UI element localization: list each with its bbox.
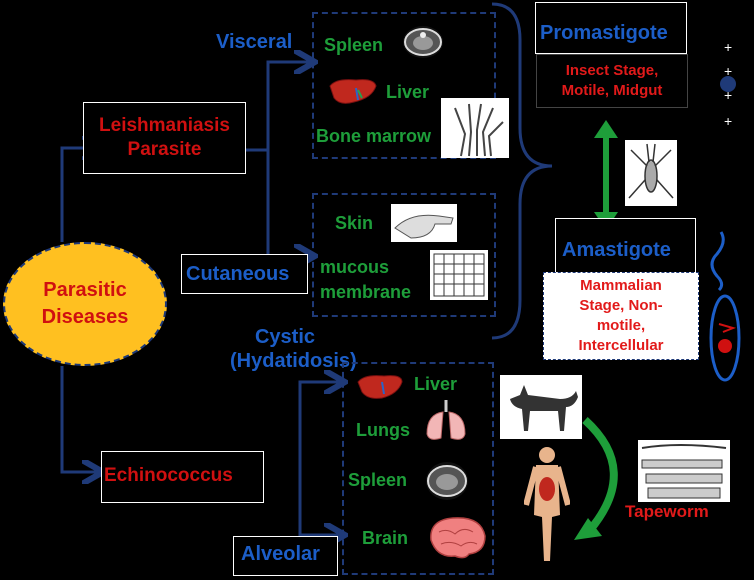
echino-organ-brain-label: Brain: [362, 528, 409, 548]
tapeworm-label: Tapeworm: [625, 502, 709, 521]
organ-spleen-label: Spleen: [324, 35, 384, 55]
promastigote-parasite-icon: [709, 231, 741, 382]
parasitic-diseases-node: Parasitic Diseases: [3, 242, 167, 366]
amastigote-label: Amastigote: [562, 239, 671, 261]
promastigote-label: Promastigote: [540, 22, 668, 44]
brain-image: [425, 512, 489, 562]
promastigote-desc-line1: Insect Stage,: [565, 62, 659, 79]
promastigote-desc-line2: Motile, Midgut: [561, 82, 663, 99]
visceral-organs-box: [312, 12, 496, 159]
promastigote-desc-box: Insect Stage, Motile, Midgut: [536, 54, 688, 108]
organ-liver-label: Liver: [386, 82, 430, 102]
center-label-line1: Parasitic: [43, 279, 127, 301]
dog-image: [500, 375, 582, 439]
echino-organ-spleen-label: Spleen: [348, 470, 408, 490]
cystic-label: Cystic (Hydatidosis): [230, 325, 357, 373]
echino-title: Echinococcus: [104, 465, 233, 486]
echino-organ-lungs-label: Lungs: [356, 420, 410, 440]
cystic-line2: (Hydatidosis): [230, 350, 357, 372]
lungs-image: [423, 398, 469, 444]
amastigote-desc-line3: motile,: [596, 317, 646, 334]
leish-title-line2: Parasite: [127, 139, 202, 160]
sandfly-image: [625, 140, 677, 206]
center-label-line2: Diseases: [41, 306, 129, 328]
amastigote-desc-box: Mammalian Stage, Non- motile, Intercellu…: [543, 272, 699, 360]
cutaneous-node: Cutaneous: [181, 254, 308, 294]
alveolar-label: Alveolar: [241, 543, 320, 565]
liver-image: [328, 76, 378, 108]
echino-spleen-ct-image: [426, 462, 468, 500]
amastigote-node: Amastigote: [555, 218, 696, 274]
echinococcus-node: Echinococcus: [101, 451, 264, 503]
amastigote-desc-line2: Stage, Non-: [579, 297, 663, 314]
cystic-line1: Cystic: [254, 326, 316, 348]
hand-bones-image: [441, 98, 509, 158]
organ-membrane-label: membrane: [320, 282, 412, 302]
leish-title-line1: Leishmaniasis: [99, 115, 230, 136]
skin-hand-image: [391, 204, 457, 242]
cutaneous-organs-box: [312, 193, 496, 317]
svg-text:+: +: [724, 63, 732, 79]
amastigote-desc-line1: Mammalian: [580, 277, 662, 294]
visceral-label: Visceral: [216, 31, 293, 53]
promastigote-node: Promastigote: [535, 2, 687, 54]
echino-organs-box: [342, 362, 494, 575]
svg-text:+: +: [724, 39, 732, 55]
svg-text:+: +: [724, 87, 732, 103]
leishmaniasis-node: Leishmaniasis Parasite: [83, 102, 246, 174]
organ-bone-marrow-label: Bone marrow: [316, 126, 432, 146]
organ-mucous-label: mucous: [320, 257, 390, 277]
alveolar-node: Alveolar: [233, 536, 338, 576]
human-body-image: [524, 445, 570, 565]
echino-liver-image: [356, 372, 404, 402]
amastigote-desc-line4: Intercellular: [578, 337, 664, 354]
cutaneous-label: Cutaneous: [186, 263, 290, 285]
echino-organ-liver-label: Liver: [414, 374, 458, 394]
svg-text:+: +: [724, 113, 732, 129]
mucous-membrane-image: [430, 250, 488, 300]
spleen-ct-image: [403, 26, 443, 58]
tapeworm-image: [638, 440, 730, 502]
organ-skin-label: Skin: [335, 213, 374, 233]
